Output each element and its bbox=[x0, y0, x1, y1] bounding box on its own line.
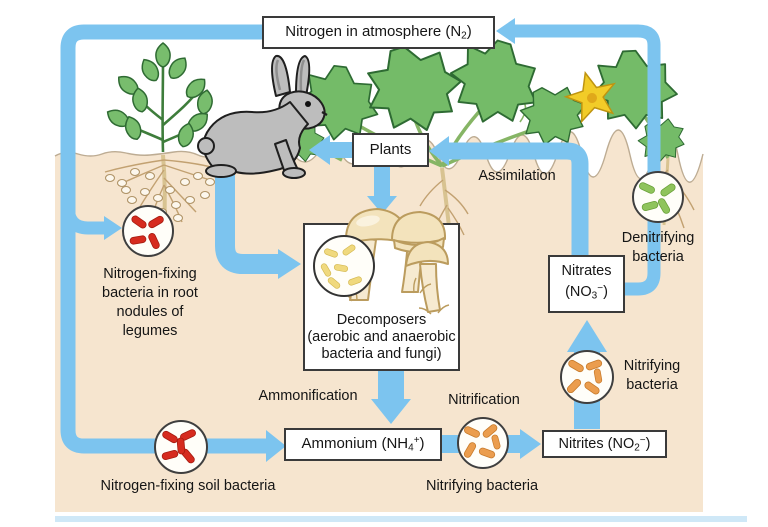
superscript: − bbox=[597, 283, 604, 295]
nitrification-label: Nitrification bbox=[448, 392, 520, 408]
subscript: 4 bbox=[408, 442, 414, 454]
ammonification-arrow bbox=[371, 371, 411, 424]
subscript: 2 bbox=[461, 30, 467, 42]
subscript: 2 bbox=[634, 442, 640, 454]
nitrites-box: Nitrites (NO2−) bbox=[542, 430, 667, 458]
atmosphere-box-label: Nitrogen in atmosphere (N2) bbox=[285, 22, 472, 42]
denitrifying-bacteria-label: Denitrifying bacteria bbox=[621, 230, 695, 265]
plants-box-label: Plants bbox=[369, 140, 412, 158]
nitrifying-bacteria-mid-label: Nitrifying bacteria bbox=[623, 358, 681, 393]
nitrogen-fixing-soil-label: Nitrogen-fixing soil bacteria bbox=[100, 478, 276, 494]
assimilation-arrow bbox=[429, 136, 589, 256]
label-text: bacteria and fungi) bbox=[321, 346, 442, 362]
ammonium-box: Ammonium (NH4+) bbox=[284, 428, 442, 461]
label-text: Ammonium (NH bbox=[301, 435, 409, 453]
squash-flower-icon bbox=[563, 70, 617, 124]
legume-plant-icon bbox=[103, 42, 215, 153]
label-text: (NO bbox=[565, 284, 592, 301]
label-text: ) bbox=[419, 435, 425, 453]
decomposers-box-label: Decomposers (aerobic and anaerobic bacte… bbox=[307, 312, 455, 363]
label-text: Nitrogen in atmosphere (N bbox=[285, 22, 462, 40]
ammonification-label: Ammonification bbox=[258, 388, 358, 404]
nitrates-box-label: Nitrates (NO3−) bbox=[562, 263, 612, 305]
plants-to-decomposers-arrow bbox=[367, 167, 397, 214]
denitrification-arrow bbox=[496, 18, 661, 296]
label-text: (NO3−) bbox=[562, 280, 612, 305]
label-text: Nitrates bbox=[561, 263, 612, 280]
decomposers-box: Decomposers (aerobic and anaerobic bacte… bbox=[303, 223, 460, 371]
ammonium-box-label: Ammonium (NH4+) bbox=[301, 435, 424, 454]
label-text: ) bbox=[645, 435, 651, 452]
nitrites-box-label: Nitrites (NO2−) bbox=[559, 432, 651, 457]
nitrates-box: Nitrates (NO3−) bbox=[548, 255, 625, 313]
assimilation-label: Assimilation bbox=[478, 168, 556, 184]
superscript: + bbox=[413, 435, 420, 447]
label-text: ) bbox=[603, 284, 608, 301]
nitrogen-fixing-root-label: Nitrogen-fixing bacteria in root nodules… bbox=[102, 266, 198, 339]
label-text: Decomposers bbox=[336, 312, 427, 328]
nitrifying-bacteria-bottom-label: Nitrifying bacteria bbox=[425, 478, 539, 494]
label-text: (aerobic and anaerobic bbox=[307, 329, 456, 345]
subscript: 3 bbox=[591, 290, 598, 302]
label-text: Nitrites (NO bbox=[558, 435, 635, 452]
rabbit-waste-arrow bbox=[215, 162, 301, 279]
cycle-arrows bbox=[60, 18, 661, 462]
plants-box: Plants bbox=[352, 133, 429, 167]
label-text: ) bbox=[466, 22, 472, 40]
superscript: − bbox=[639, 434, 646, 446]
atmosphere-box: Nitrogen in atmosphere (N2) bbox=[262, 16, 495, 49]
rabbit-icon bbox=[197, 54, 328, 179]
plants-to-animals-arrow bbox=[309, 135, 352, 165]
fixation-pipe-arrow bbox=[60, 24, 286, 462]
bottom-strip bbox=[55, 516, 747, 522]
